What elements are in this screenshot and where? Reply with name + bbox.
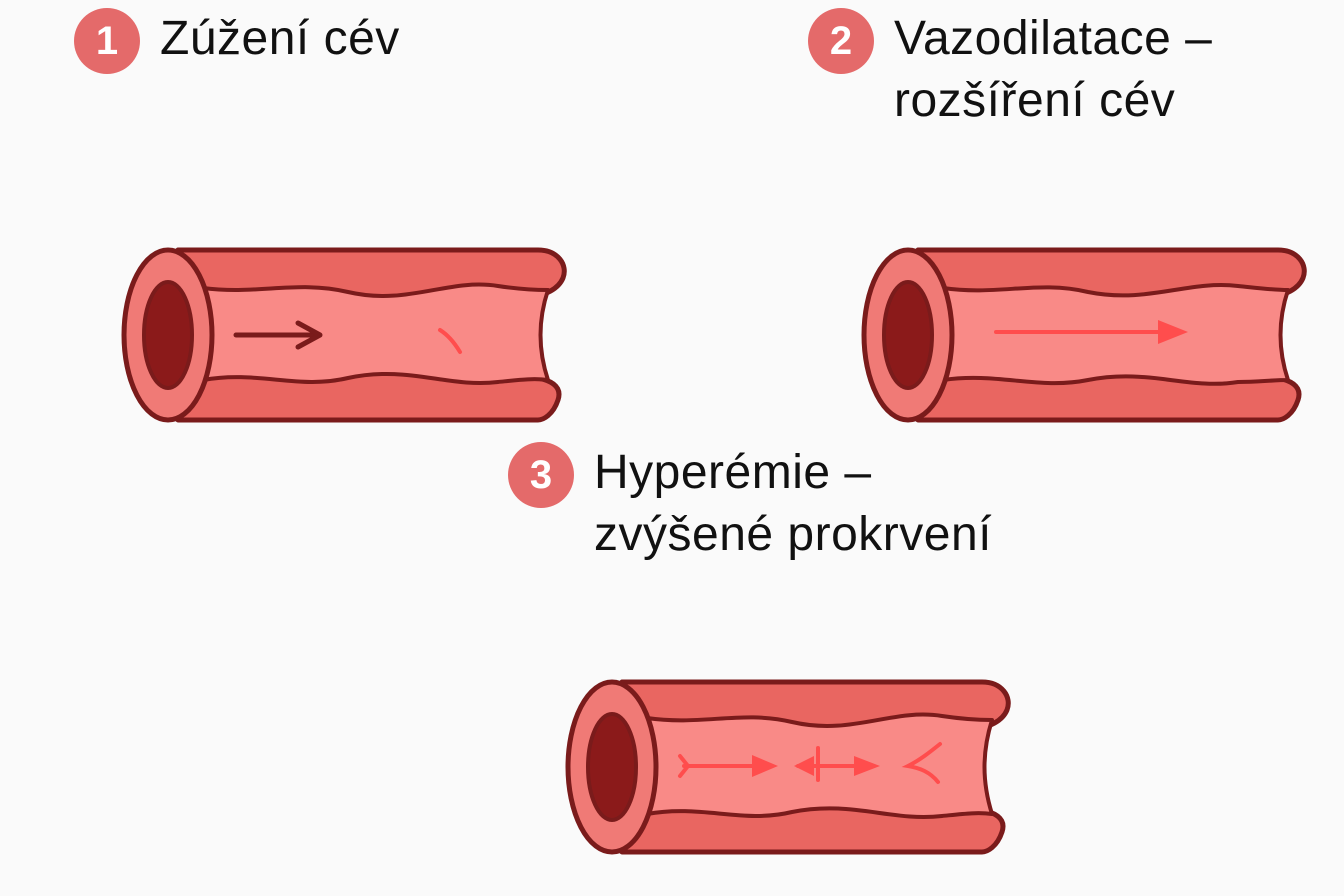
step-2-line-1: Vazodilatace – [894,12,1213,65]
step-3-line-2: zvýšené prokrvení [594,508,993,561]
step-3-badge: 3 [508,442,574,508]
step-2-title: Vazodilatace – rozšíření cév [894,8,1212,132]
step-1-title: Zúžení cév [160,8,400,70]
dilated-vessel-icon [861,247,1307,423]
step-3-label: 3 Hyperémie – zvýšené prokrvení [508,442,992,566]
flow-arrow-3a-head [752,755,778,777]
vessel-1-lumen [142,280,194,390]
step-1-label: 1 Zúžení cév [74,8,400,74]
flow-arrow-2-head [1158,320,1188,344]
step-1-badge: 1 [74,8,140,74]
vessel-2-inner-wall [941,283,1290,386]
step-2-line-2: rozšíření cév [894,74,1176,127]
flow-mark-1 [438,328,462,354]
step-1-line-1: Zúžení cév [160,12,400,65]
flow-arrow-3b-head [854,756,880,776]
narrowed-vessel-icon [121,247,567,423]
step-3-line-1: Hyperémie – [594,446,872,499]
hyperemia-vessel-icon [565,679,1011,855]
step-2-label: 2 Vazodilatace – rozšíření cév [808,8,1212,132]
step-2-badge: 2 [808,8,874,74]
vessel-2-lumen [882,280,934,390]
flow-mark-3 [901,742,942,784]
vessel-1-inner-wall [201,282,550,385]
flow-arrow-3a-tail [678,754,691,778]
step-3-title: Hyperémie – zvýšené prokrvení [594,442,992,566]
vessel-3-lumen [586,712,638,822]
flow-arrow-1-head [295,320,323,350]
flow-arrow-3b-tail [794,756,814,776]
